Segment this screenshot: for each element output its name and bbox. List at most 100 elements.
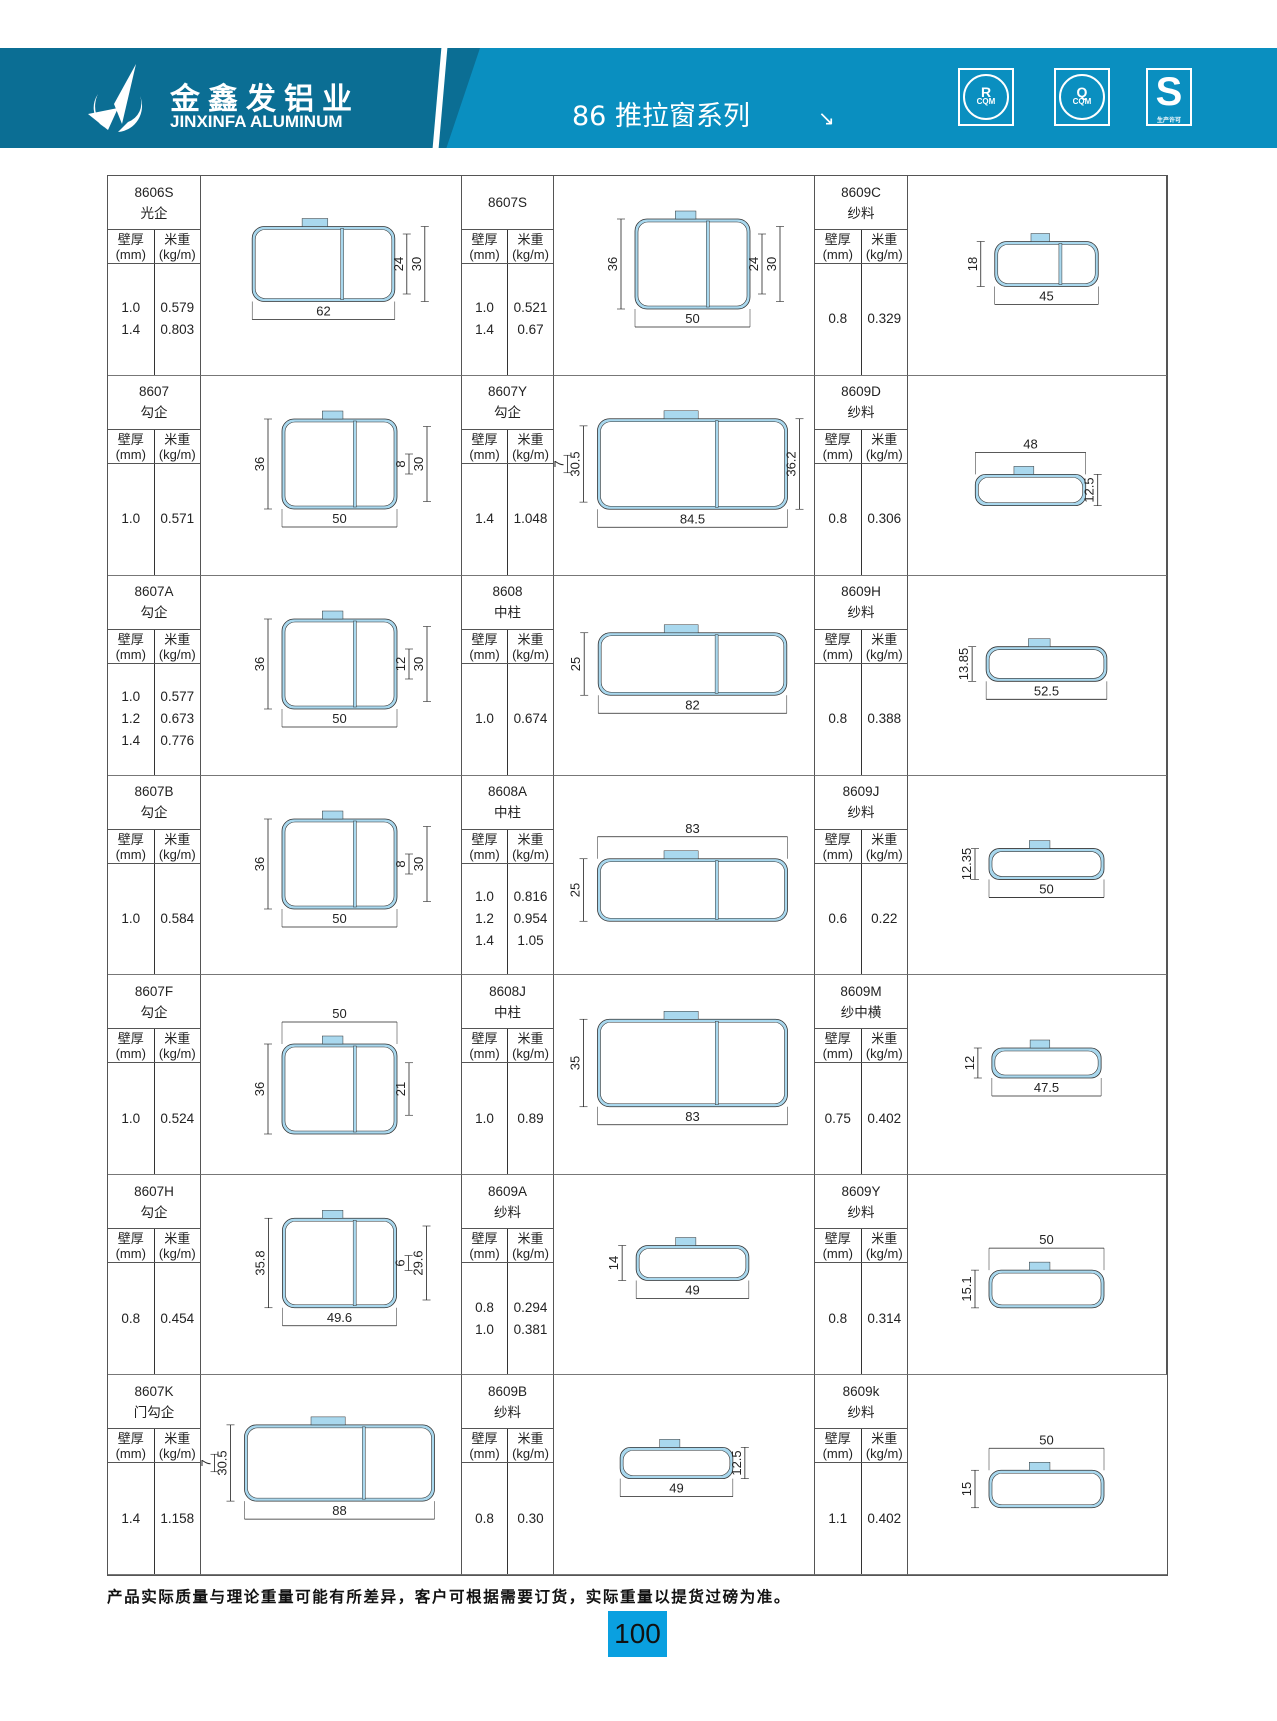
thickness-value: 1.0	[121, 910, 141, 926]
thickness-value: 0.8	[475, 1299, 494, 1315]
profile-inner	[622, 1450, 731, 1477]
profile-inner	[991, 1473, 1102, 1506]
thickness-label: 壁厚(mm)	[108, 1229, 155, 1263]
profile-hook	[1013, 465, 1035, 475]
width-dimension-label: 52.5	[1034, 683, 1059, 698]
profile-name: 勾企	[140, 605, 168, 621]
profile-name: 纱料	[847, 1204, 875, 1220]
profile-info-cell: 8609k 纱料 壁厚(mm) 米重(kg/m) 1.1 0.402	[815, 1375, 908, 1575]
thickness-value: 1.2	[121, 711, 141, 727]
brand-logo-icon	[88, 64, 143, 132]
width-dimension-label: 50	[332, 711, 346, 726]
profile-code: 8609H	[841, 584, 881, 600]
page-number: 100	[608, 1611, 667, 1657]
profile-code: 8609Y	[841, 1183, 881, 1199]
profile-web	[352, 1220, 357, 1307]
thickness-value: 1.0	[475, 711, 494, 727]
weight-value: 0.314	[867, 1310, 902, 1326]
height-dimension-label: 21	[393, 1082, 408, 1096]
weight-value: 0.402	[867, 1510, 902, 1526]
weight-value: 0.454	[160, 1310, 195, 1326]
spec-values: 1.1 0.402	[815, 1463, 907, 1574]
weight-label: 米重(kg/m)	[865, 1031, 903, 1062]
profile-hook	[663, 410, 699, 419]
profile-hook	[322, 410, 344, 420]
thickness-label: 壁厚(mm)	[815, 1029, 862, 1063]
profile-hook	[1029, 1462, 1051, 1471]
height-dimension-label: 12.5	[729, 1450, 744, 1475]
column-labels: 壁厚(mm) 米重(kg/m)	[108, 1029, 200, 1064]
thickness-label: 壁厚(mm)	[815, 429, 862, 463]
profile-code: 8609k	[842, 1383, 880, 1399]
thickness-value: 1.1	[828, 1510, 848, 1526]
height-dimension-label: 15.1	[959, 1277, 974, 1302]
height-dimension-label: 12	[962, 1056, 977, 1070]
thickness-label: 壁厚(mm)	[462, 829, 508, 863]
profile-code: 8607F	[134, 983, 174, 999]
profile-name: 门勾企	[133, 1404, 175, 1420]
weight-value: 0.674	[513, 711, 548, 727]
thickness-value: 1.0	[475, 1321, 494, 1337]
profile-hook	[1030, 233, 1050, 242]
height-dimension-label: 14	[606, 1256, 621, 1270]
brand-name-en: JINXINFA ALUMINUM	[170, 112, 343, 131]
profile-inner	[991, 850, 1102, 877]
profile-name: 纱料	[847, 205, 875, 221]
profile-inner	[284, 621, 395, 707]
thickness-value: 0.75	[824, 1110, 851, 1126]
profile-code: 8607Y	[487, 384, 528, 400]
profile-header: 8607Y 勾企	[462, 376, 553, 430]
thickness-label: 壁厚(mm)	[108, 429, 155, 463]
weight-label: 米重(kg/m)	[158, 1031, 196, 1062]
profile-hook	[1029, 1262, 1051, 1271]
width-dimension-label: 47.5	[1034, 1080, 1059, 1095]
width-dimension-label: 45	[1039, 289, 1053, 304]
column-labels: 壁厚(mm) 米重(kg/m)	[462, 230, 553, 264]
weight-value: 0.816	[513, 888, 548, 904]
profile-hook	[322, 1036, 344, 1045]
thickness-value: 1.4	[475, 322, 494, 338]
profile-inner	[284, 821, 395, 906]
profile-code: 8606S	[134, 184, 174, 200]
height-dimension-label: 36	[252, 856, 267, 870]
profile-hook	[322, 810, 344, 819]
profile-header: 8609D 纱料	[815, 376, 907, 430]
profile-header: 8609k 纱料	[815, 1375, 907, 1430]
height-dimension-label: 36	[252, 457, 267, 471]
profile-inner	[285, 1221, 394, 1306]
weight-label: 米重(kg/m)	[158, 232, 196, 262]
column-labels: 壁厚(mm) 米重(kg/m)	[462, 429, 553, 464]
column-labels: 壁厚(mm) 米重(kg/m)	[815, 1429, 907, 1464]
thickness-value: 1.0	[121, 689, 141, 705]
